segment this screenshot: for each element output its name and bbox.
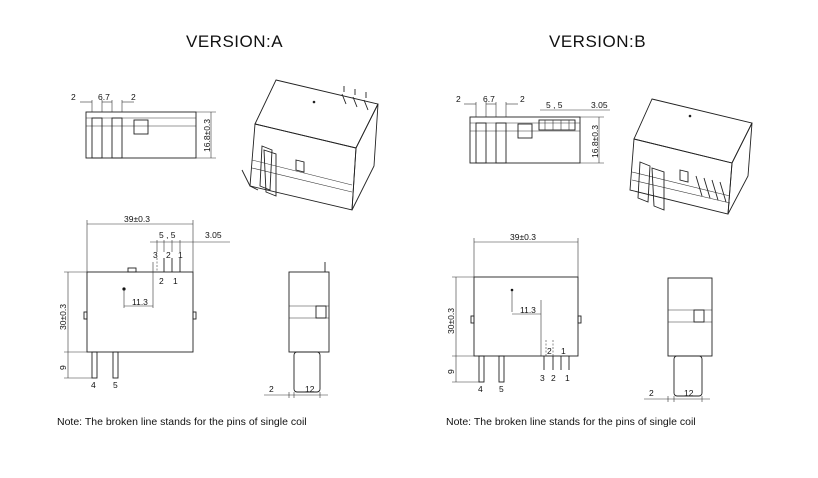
b-top-pitch: 5 , 5: [546, 100, 563, 110]
version-b-side-view: 2 12: [644, 277, 713, 402]
a-pin-bottom-4: 4: [91, 380, 96, 390]
b-front-dim-width: 39±0.3: [510, 232, 536, 242]
b-top-dim-mid: 6.7: [483, 94, 495, 104]
version-a-side-view: 2 12: [264, 262, 330, 398]
version-b-top-view: 2 6.7 2 5 , 5 3.05 16.8±0.3: [456, 94, 610, 164]
a-front-pitch: 5 , 5: [159, 230, 176, 240]
a-pin-top-1: 1: [178, 250, 183, 260]
b-top-dim-height: 16.8±0.3: [590, 125, 600, 158]
a-front-dim-width: 39±0.3: [124, 214, 150, 224]
a-top-dim-right: 2: [131, 92, 136, 102]
b-top-offset: 3.05: [591, 100, 608, 110]
a-front-dim-height: 30±0.3: [58, 304, 68, 330]
b-side-dim-right: 12: [684, 388, 694, 398]
b-front-dim-pin-length: 9: [446, 369, 456, 374]
version-a-title: VERSION:A: [186, 32, 284, 51]
version-a-note: Note: The broken line stands for the pin…: [57, 416, 307, 428]
a-front-offset: 3.05: [205, 230, 222, 240]
a-pin-top-3: 3: [153, 250, 158, 260]
b-top-dim-right: 2: [520, 94, 525, 104]
a-pin-bottom-5: 5: [113, 380, 118, 390]
a-top-dim-left: 2: [71, 92, 76, 102]
a-pin-coil-1: 1: [173, 276, 178, 286]
b-pin-bottom-3: 3: [540, 373, 545, 383]
version-b-title: VERSION:B: [549, 32, 647, 51]
b-side-dim-left: 2: [649, 388, 654, 398]
b-pin-bottom-5: 5: [499, 384, 504, 394]
a-side-dim-left: 2: [269, 384, 274, 394]
version-a-iso-view: [241, 79, 379, 211]
a-front-dim-inner: 11.3: [132, 297, 148, 307]
a-pin-top-2: 2: [166, 250, 171, 260]
version-b-front-view: 39±0.3 11.3 2 1 30±0.3 9 4 5 3 2 1: [446, 232, 582, 394]
version-b-iso-view: [629, 98, 753, 215]
version-a-front-view: 39±0.3 11.3 5 , 5 3.05 3 2 1 2 1 30±0.3 …: [58, 214, 230, 390]
version-a-top-view: 2 6.7 2 16.8±0.3: [71, 92, 216, 159]
a-pin-coil-2: 2: [159, 276, 164, 286]
version-b-note: Note: The broken line stands for the pin…: [446, 416, 696, 428]
b-pin-bottom-2: 2: [551, 373, 556, 383]
b-pin-bottom-1: 1: [565, 373, 570, 383]
a-top-dim-height: 16.8±0.3: [202, 119, 212, 152]
b-pin-bottom-4: 4: [478, 384, 483, 394]
b-pin-coil-1: 1: [561, 346, 566, 356]
b-pin-coil-2: 2: [547, 346, 552, 356]
b-top-dim-left: 2: [456, 94, 461, 104]
b-front-dim-inner: 11.3: [520, 305, 536, 315]
a-side-dim-right: 12: [305, 384, 315, 394]
a-front-dim-pin-length: 9: [58, 365, 68, 370]
b-front-dim-height: 30±0.3: [446, 308, 456, 334]
a-top-dim-mid: 6.7: [98, 92, 110, 102]
